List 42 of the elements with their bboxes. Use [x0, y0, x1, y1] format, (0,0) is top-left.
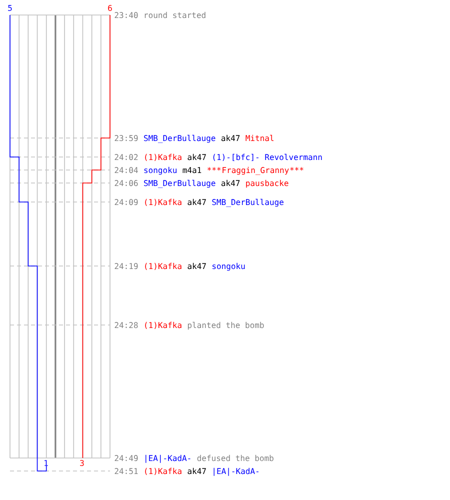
- player-name: SMB_DerBullauge: [144, 134, 216, 143]
- weapon-name: m4a1: [182, 167, 202, 174]
- lane-number: 1: [42, 460, 50, 466]
- player-name: (1)Kafka: [145, 154, 182, 162]
- timestamp: 24:04: [114, 167, 138, 174]
- timestamp: 24:06: [114, 180, 138, 186]
- player-name: (1)-[bfc]- Revolvermann: [213, 154, 322, 162]
- timestamp: 24:09: [114, 199, 138, 206]
- player-name: (1)Kafka: [145, 322, 182, 330]
- event-text: defused the bomb: [197, 454, 274, 462]
- player-name: (1)Kafka: [145, 262, 182, 270]
- event-text: round started: [144, 12, 206, 18]
- player-name: (1)Kafka: [145, 468, 182, 476]
- player-name: Mitnal: [246, 134, 274, 142]
- timestamp: 24:02: [114, 154, 138, 160]
- weapon-name: ak47: [221, 134, 240, 142]
- event-text: planted the bomb: [188, 322, 264, 330]
- weapon-name: ak47: [188, 154, 206, 160]
- player-name: |EA|-KadA-: [214, 468, 258, 476]
- weapon-name: ak47: [221, 180, 240, 186]
- player-name: Fraggin_Granny: [222, 166, 289, 175]
- timestamp: 24:51: [114, 468, 138, 474]
- player-name: songoku: [212, 262, 245, 271]
- lane-number: 3: [78, 460, 86, 466]
- player-name: ***: [290, 167, 304, 171]
- timestamp: 24:19: [114, 263, 138, 270]
- weapon-name: ak47: [188, 198, 206, 206]
- timestamp: 23:40: [114, 12, 138, 18]
- player-name: (1)Kafka: [145, 198, 182, 206]
- player-name: ***: [208, 167, 221, 171]
- player-name: songoku: [144, 166, 176, 175]
- lane-number: 5: [6, 5, 14, 11]
- timestamp: 24:28: [114, 322, 138, 328]
- lane-number: 6: [106, 4, 114, 12]
- timestamp: 23:59: [114, 135, 138, 142]
- player-name: pausbacke: [246, 180, 288, 188]
- weapon-name: ak47: [188, 468, 206, 474]
- weapon-name: ak47: [188, 262, 206, 270]
- timestamp: 24:49: [114, 455, 138, 462]
- player-name: SMB_DerBullauge: [212, 198, 284, 207]
- player-name: |EA|-KadA-: [146, 454, 190, 463]
- player-name: SMB_DerBullauge: [144, 180, 216, 188]
